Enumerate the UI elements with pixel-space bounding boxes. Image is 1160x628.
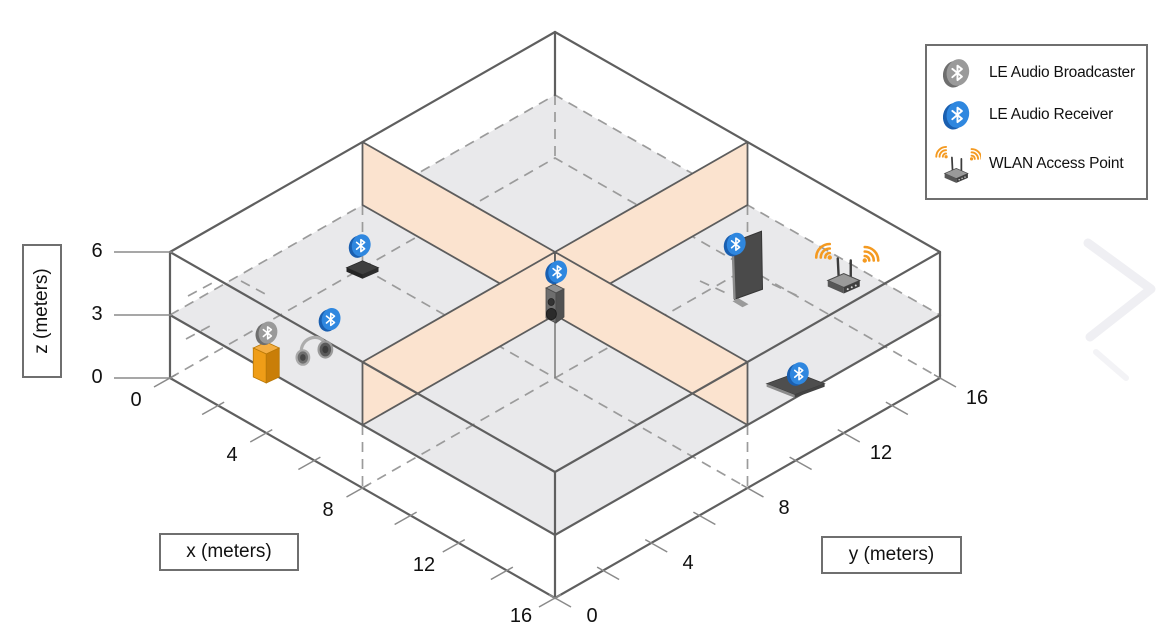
le-audio-broadcaster-speaker bbox=[252, 318, 281, 384]
axis-tick bbox=[693, 511, 716, 526]
axis-tick bbox=[837, 428, 861, 443]
axis-tick bbox=[346, 483, 369, 498]
axis-tick bbox=[789, 456, 812, 471]
le-audio-receiver-headphones bbox=[295, 305, 344, 366]
le-audio-receiver-soundbar bbox=[345, 231, 380, 279]
axis-tick bbox=[644, 538, 668, 553]
x-tick-label: 12 bbox=[412, 554, 436, 576]
legend-label: WLAN Access Point bbox=[989, 155, 1124, 172]
axis-tick bbox=[249, 428, 273, 443]
y-tick-label: 4 bbox=[682, 552, 694, 574]
wlan-router-icon bbox=[933, 142, 981, 186]
x-tick-label: 4 bbox=[226, 444, 238, 466]
axis-tick bbox=[394, 511, 417, 526]
axis-tick bbox=[741, 483, 764, 498]
y-axis-label: y (meters) bbox=[821, 536, 962, 574]
legend-label: LE Audio Broadcaster bbox=[989, 64, 1135, 81]
axis-tick bbox=[885, 401, 909, 416]
legend-item-receiver: LE Audio Receiver bbox=[933, 100, 1140, 130]
ghost-watermark bbox=[1083, 238, 1156, 381]
axis-ticks bbox=[114, 251, 957, 608]
axis-tick bbox=[490, 566, 514, 581]
y-tick-label: 12 bbox=[869, 442, 893, 464]
z-axis-label: z (meters) bbox=[22, 244, 62, 378]
x-tick-label: 8 bbox=[322, 499, 334, 521]
legend: LE Audio Broadcaster LE Audio Receiver W… bbox=[925, 44, 1148, 200]
z-tick-label: 0 bbox=[91, 366, 103, 388]
x-axis-label: x (meters) bbox=[159, 533, 299, 571]
axis-tick bbox=[153, 373, 177, 388]
le-audio-receiver-tablet bbox=[765, 359, 826, 398]
x-tick-label: 16 bbox=[509, 605, 533, 627]
y-tick-label: 0 bbox=[586, 605, 598, 627]
axis-tick bbox=[201, 401, 225, 416]
axis-tick bbox=[442, 538, 466, 553]
axis-tick bbox=[596, 566, 620, 581]
axis-tick bbox=[933, 373, 957, 388]
axis-tick bbox=[298, 456, 321, 471]
interior-walls bbox=[361, 141, 749, 426]
z-tick-label: 3 bbox=[91, 303, 103, 325]
legend-label: LE Audio Receiver bbox=[989, 106, 1114, 123]
axis-tick bbox=[548, 593, 572, 608]
le-audio-receiver-speaker bbox=[542, 257, 571, 324]
bluetooth-badge-gray-icon bbox=[933, 58, 981, 88]
legend-item-wlan-ap: WLAN Access Point bbox=[933, 142, 1140, 186]
bluetooth-badge-blue-icon bbox=[933, 100, 981, 130]
z-tick-label: 6 bbox=[91, 240, 103, 262]
le-audio-receiver-tv bbox=[720, 229, 764, 308]
legend-item-broadcaster: LE Audio Broadcaster bbox=[933, 58, 1140, 88]
x-tick-label: 0 bbox=[130, 389, 142, 411]
axis-tick bbox=[538, 593, 562, 608]
y-tick-label: 8 bbox=[778, 497, 790, 519]
y-tick-label: 16 bbox=[965, 387, 989, 409]
